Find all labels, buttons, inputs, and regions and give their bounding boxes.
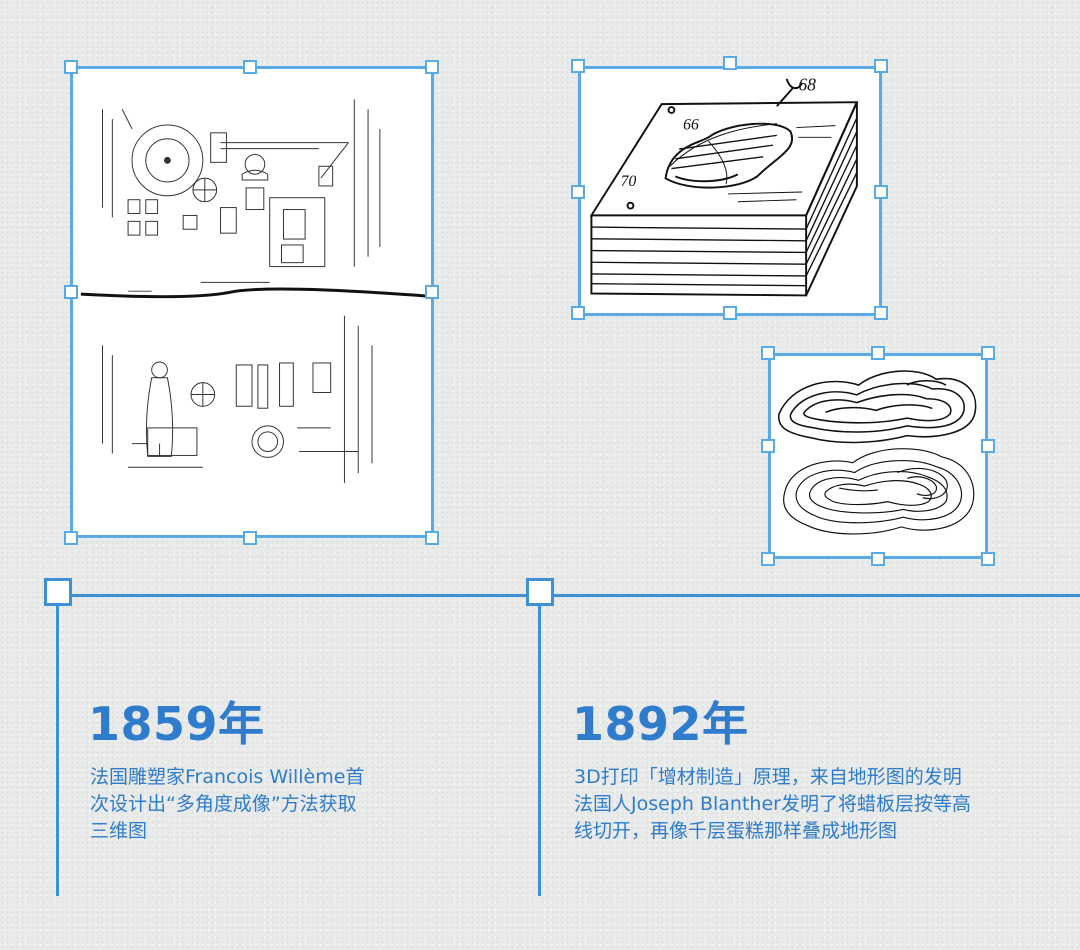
- resize-handle[interactable]: [981, 346, 995, 360]
- topographic-layers-drawing: [778, 370, 977, 535]
- resize-handle[interactable]: [243, 60, 257, 74]
- resize-handle[interactable]: [571, 59, 585, 73]
- resize-handle[interactable]: [571, 306, 585, 320]
- resize-handle[interactable]: [981, 439, 995, 453]
- description-line: 3D打印「增材制造」原理，来自地形图的发明: [574, 766, 962, 788]
- resize-handle[interactable]: [571, 185, 585, 199]
- timeline-vertical-line-2: [538, 594, 541, 896]
- event-description-1892: 3D打印「增材制造」原理，来自地形图的发明 法国人Joseph Blanther…: [574, 764, 1074, 845]
- resize-handle[interactable]: [64, 60, 78, 74]
- patent-drawings-image: [80, 99, 428, 483]
- resize-handle[interactable]: [425, 60, 439, 74]
- description-line: 三维图: [90, 820, 148, 842]
- resize-handle[interactable]: [874, 306, 888, 320]
- resize-handle[interactable]: [981, 552, 995, 566]
- description-line: 次设计出“多角度成像”方法获取: [90, 793, 357, 815]
- resize-handle[interactable]: [723, 306, 737, 320]
- resize-handle[interactable]: [871, 346, 885, 360]
- layered-block-frame[interactable]: 68 66 70: [578, 66, 882, 316]
- figure-label-68: 68: [798, 74, 816, 94]
- figure-label-66: 66: [683, 117, 699, 134]
- resize-handle[interactable]: [64, 285, 78, 299]
- resize-handle[interactable]: [761, 552, 775, 566]
- resize-handle[interactable]: [871, 552, 885, 566]
- resize-handle[interactable]: [64, 531, 78, 545]
- description-line: 法国人Joseph Blanther发明了将蜡板层按等高: [574, 793, 971, 815]
- resize-handle[interactable]: [425, 531, 439, 545]
- resize-handle[interactable]: [874, 59, 888, 73]
- figure-label-70: 70: [621, 173, 637, 190]
- resize-handle[interactable]: [874, 185, 888, 199]
- year-heading-1859: 1859年: [88, 697, 265, 751]
- timeline-node-1859[interactable]: [44, 578, 72, 606]
- resize-handle[interactable]: [243, 531, 257, 545]
- resize-handle[interactable]: [761, 439, 775, 453]
- description-line: 法国雕塑家Francois Willème首: [90, 766, 365, 788]
- topographic-map-frame[interactable]: [768, 353, 988, 559]
- description-line: 线切开，再像千层蛋糕那样叠成地形图: [574, 820, 898, 842]
- layered-block-drawing: 68 66 70: [589, 74, 859, 297]
- event-description-1859: 法国雕塑家Francois Willème首 次设计出“多角度成像”方法获取 三…: [90, 764, 450, 845]
- timeline-horizontal-line: [56, 594, 1080, 597]
- year-heading-1892: 1892年: [572, 697, 749, 751]
- patent-drawing-frame[interactable]: [70, 66, 434, 538]
- resize-handle[interactable]: [761, 346, 775, 360]
- resize-handle[interactable]: [723, 56, 737, 70]
- timeline-vertical-line-1: [56, 594, 59, 896]
- timeline-node-1892[interactable]: [526, 578, 554, 606]
- resize-handle[interactable]: [425, 285, 439, 299]
